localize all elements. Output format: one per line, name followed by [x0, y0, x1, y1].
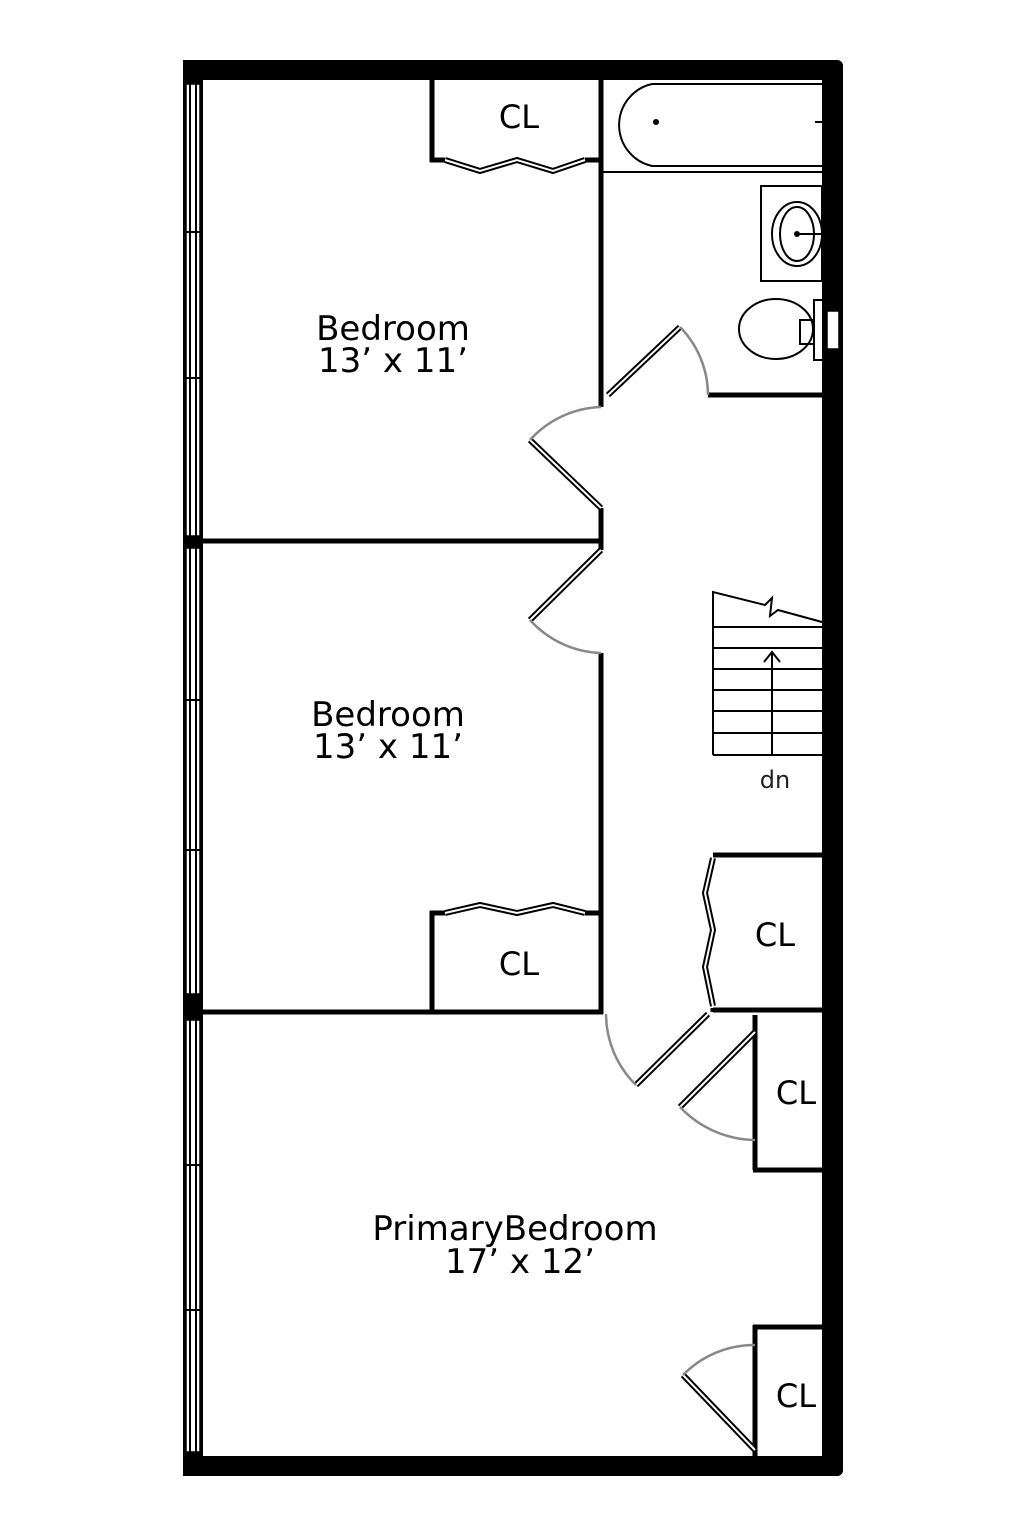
room-size: 13’ x 11’ [318, 341, 468, 381]
closet-label: CL [499, 945, 539, 983]
room-name: Bedroom [311, 695, 465, 735]
bathtub [618, 83, 822, 167]
bifold-doors [444, 156, 717, 1007]
room-name: PrimaryBedroom [372, 1209, 657, 1249]
stairs: dn [712, 590, 823, 794]
closet-label: CL [776, 1074, 816, 1112]
room-size: 13’ x 11’ [313, 727, 463, 767]
interior-walls [203, 80, 822, 1456]
closet-label: CL [776, 1377, 816, 1415]
closet-label: CL [755, 916, 795, 954]
windows [185, 83, 201, 1453]
stairs-label: dn [760, 766, 790, 794]
swing-doors [527, 324, 758, 1453]
closet-label: CL [499, 98, 539, 136]
room-size: 17’ x 12’ [445, 1242, 595, 1282]
toilet [738, 298, 840, 361]
room-name: Bedroom [316, 309, 470, 349]
sink [760, 185, 823, 282]
